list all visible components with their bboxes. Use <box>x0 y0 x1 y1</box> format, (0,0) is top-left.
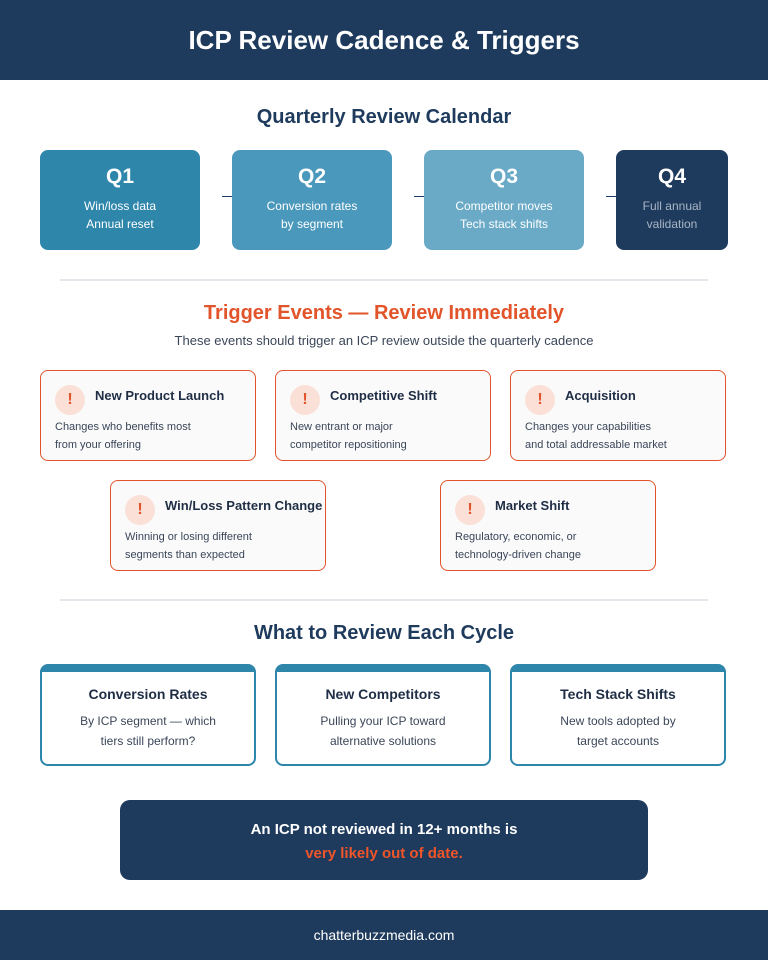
review-card-conversion-rates: Conversion Rates By ICP segment — which … <box>40 664 256 766</box>
page-title: ICP Review Cadence & Triggers <box>188 24 580 55</box>
trigger-title: New Product Launch <box>95 388 225 403</box>
quarter-detail: Full annual <box>642 199 702 213</box>
callout-banner: An ICP not reviewed in 12+ months is ver… <box>120 800 648 880</box>
review-card-new-competitors: New Competitors Pulling your ICP toward … <box>275 664 491 766</box>
trigger-title: Market Shift <box>495 498 570 513</box>
callout-line-1: An ICP not reviewed in 12+ months is <box>250 821 518 838</box>
trigger-section-subtitle: These events should trigger an ICP revie… <box>174 333 594 348</box>
trigger-description-line: and total addressable market <box>525 439 667 451</box>
header-banner: ICP Review Cadence & Triggers <box>0 0 768 80</box>
review-description-line: tiers still perform? <box>100 734 196 748</box>
quarter-connector <box>606 196 616 197</box>
quarter-detail: Annual reset <box>86 217 154 231</box>
review-description: Pulling your ICP toward alternative solu… <box>277 711 489 751</box>
alert-icon: ! <box>125 495 155 525</box>
trigger-description: Changes who benefits most from your offe… <box>55 418 250 454</box>
trigger-card-acquisition: ! Acquisition Changes your capabilities … <box>510 370 726 461</box>
alert-icon: ! <box>525 385 555 415</box>
quarter-connector <box>414 196 424 197</box>
quarter-detail: validation <box>646 217 698 231</box>
trigger-description: Regulatory, economic, or technology-driv… <box>455 528 650 564</box>
review-description-line: By ICP segment — which <box>80 714 216 728</box>
trigger-card-new-product-launch: ! New Product Launch Changes who benefit… <box>40 370 256 461</box>
quarter-label: Q1 <box>105 165 134 188</box>
quarter-connector <box>222 196 232 197</box>
trigger-description: New entrant or major competitor repositi… <box>290 418 485 454</box>
review-title: Conversion Rates <box>88 686 208 702</box>
quarter-box-q1: Q1 Win/loss data Annual reset <box>40 150 200 250</box>
review-description-line: Pulling your ICP toward <box>320 714 446 728</box>
section-divider <box>60 279 708 281</box>
quarter-detail: by segment <box>280 217 344 231</box>
trigger-description: Changes your capabilities and total addr… <box>525 418 720 454</box>
trigger-description-line: Regulatory, economic, or <box>455 531 577 543</box>
review-description-line: alternative solutions <box>329 734 437 748</box>
trigger-description-line: Winning or losing different <box>125 531 252 543</box>
alert-icon: ! <box>55 385 85 415</box>
quarter-detail: Tech stack shifts <box>459 217 549 231</box>
trigger-card-market-shift: ! Market Shift Regulatory, economic, or … <box>440 480 656 571</box>
review-description-line: target accounts <box>576 734 660 748</box>
quarter-box-q2: Q2 Conversion rates by segment <box>232 150 392 250</box>
quarter-label: Q3 <box>489 165 518 188</box>
trigger-description: Winning or losing different segments tha… <box>125 528 320 564</box>
footer-link[interactable]: chatterbuzzmedia.com <box>313 927 455 943</box>
trigger-section-title: Trigger Events — Review Immediately <box>203 302 565 324</box>
review-card-tech-stack-shifts: Tech Stack Shifts New tools adopted by t… <box>510 664 726 766</box>
trigger-title: Competitive Shift <box>330 388 437 403</box>
trigger-description-line: competitor repositioning <box>290 439 407 451</box>
quarter-detail: Win/loss data <box>83 199 157 213</box>
callout-line-2: very likely out of date. <box>305 845 463 862</box>
trigger-description-line: from your offering <box>55 439 142 451</box>
quarter-detail: Competitor moves <box>455 199 553 213</box>
trigger-description-line: Changes who benefits most <box>55 421 191 433</box>
trigger-title: Win/Loss Pattern Change <box>165 498 323 513</box>
trigger-description-line: New entrant or major <box>290 421 393 433</box>
trigger-card-win-loss-pattern-change: ! Win/Loss Pattern Change Winning or los… <box>110 480 326 571</box>
alert-icon: ! <box>290 385 320 415</box>
trigger-card-competitive-shift: ! Competitive Shift New entrant or major… <box>275 370 491 461</box>
trigger-description-line: technology-driven change <box>455 549 581 561</box>
quarter-box-q3: Q3 Competitor moves Tech stack shifts <box>424 150 584 250</box>
trigger-description-line: segments than expected <box>125 549 245 561</box>
review-title: New Competitors <box>325 686 441 702</box>
trigger-description-line: Changes your capabilities <box>525 421 651 433</box>
quarter-box-q4: Q4 Full annual validation <box>616 150 728 250</box>
review-description: By ICP segment — which tiers still perfo… <box>42 711 254 751</box>
review-section-title: What to Review Each Cycle <box>253 622 515 644</box>
review-description: New tools adopted by target accounts <box>512 711 724 751</box>
calendar-section-title: Quarterly Review Calendar <box>256 106 512 128</box>
review-description-line: New tools adopted by <box>560 714 676 728</box>
trigger-title: Acquisition <box>565 388 636 403</box>
quarter-label: Q4 <box>657 165 686 188</box>
review-title: Tech Stack Shifts <box>560 686 676 702</box>
quarter-label: Q2 <box>297 165 326 188</box>
section-divider <box>60 599 708 601</box>
quarter-detail: Conversion rates <box>266 199 358 213</box>
alert-icon: ! <box>455 495 485 525</box>
footer-bar: chatterbuzzmedia.com <box>0 910 768 960</box>
